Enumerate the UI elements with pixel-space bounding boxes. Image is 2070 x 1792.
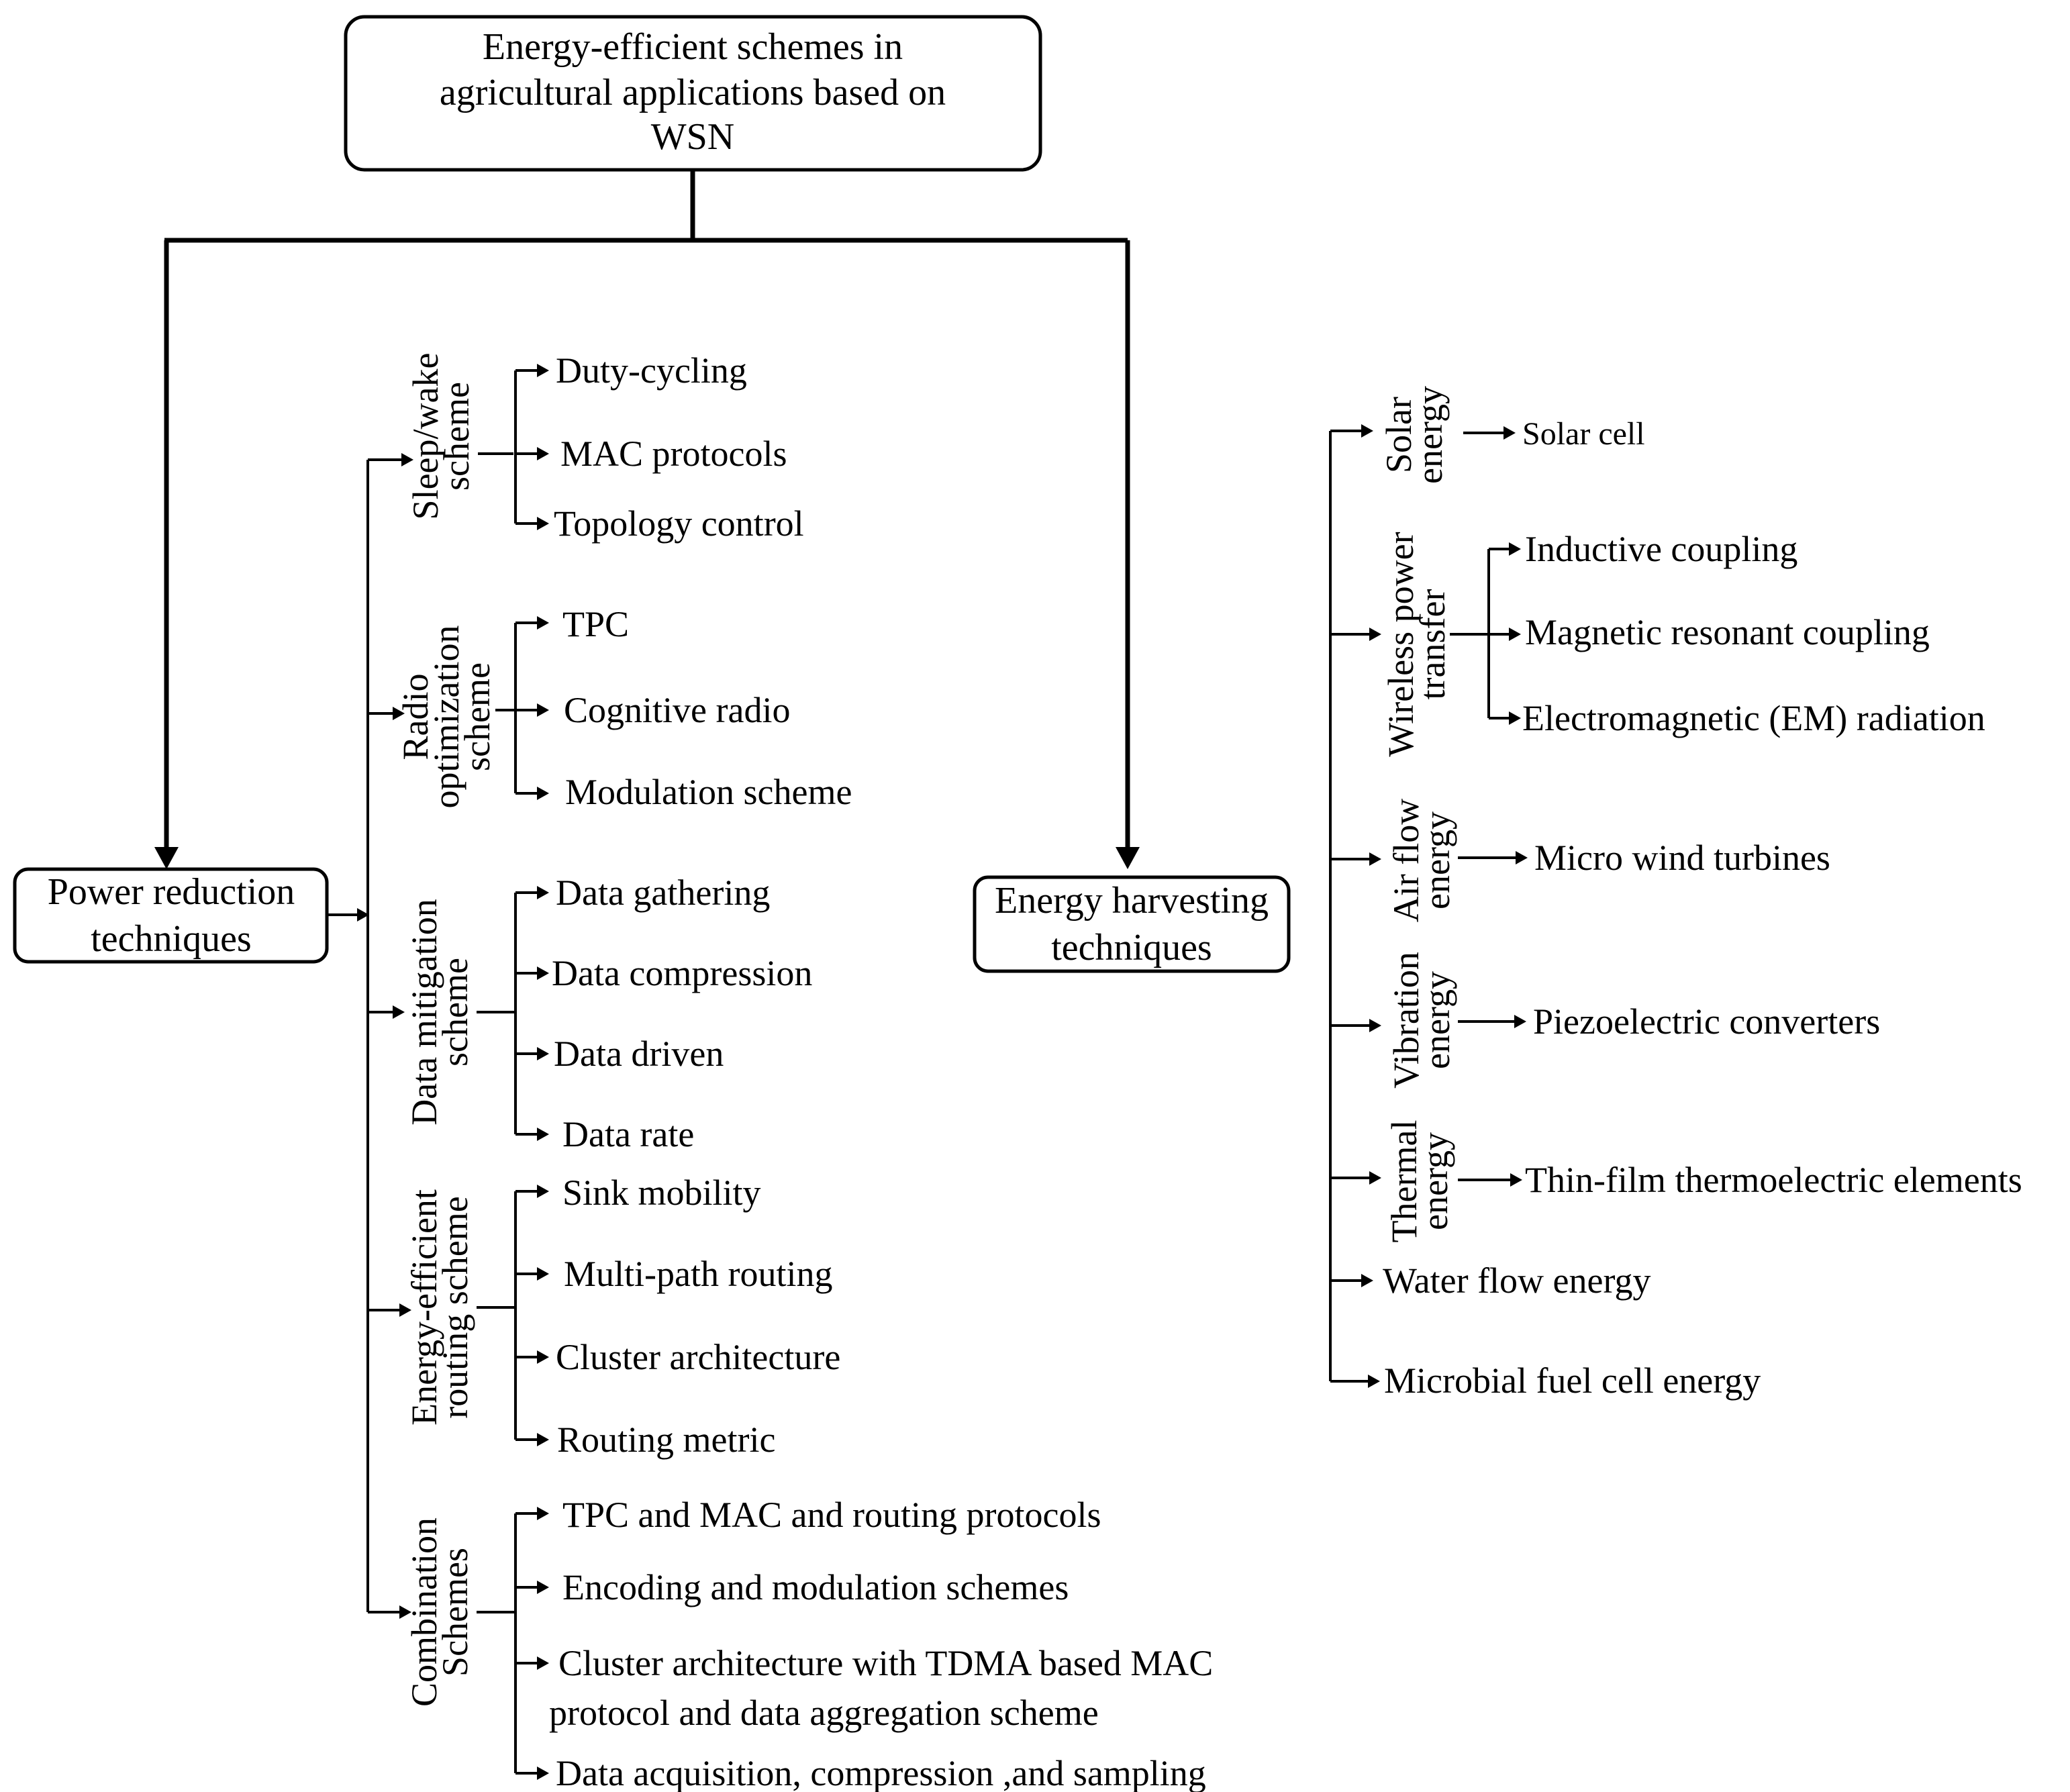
scheme-combination-line-2: Schemes [435, 1548, 475, 1677]
source-thermal-line-1: Thermal [1384, 1120, 1424, 1243]
leaf-tpc-mac-routing: TPC and MAC and routing protocols [562, 1495, 1101, 1535]
leaf-duty-cycling: Duty-cycling [556, 350, 747, 391]
root-title-line-1: Energy-efficient schemes in [483, 26, 903, 68]
root-node: Energy-efficient schemes in agricultural… [344, 15, 1042, 172]
energy-harvesting-line-1: Energy harvesting [995, 880, 1269, 922]
source-wireless-power-transfer: Wireless power transfer Inductive coupli… [1381, 529, 1985, 757]
leaf-piezoelectric-converters: Piezoelectric converters [1533, 1001, 1880, 1042]
leaf-solar-cell: Solar cell [1522, 416, 1645, 452]
leaf-topology-control: Topology control [554, 503, 804, 544]
scheme-data-mitigation: Data mitigation scheme Data gathering Da… [404, 873, 812, 1154]
scheme-sleep-wake-line-1: Sleep/wake [405, 353, 446, 520]
leaf-data-rate: Data rate [562, 1114, 694, 1154]
leaf-cognitive-radio: Cognitive radio [564, 690, 790, 730]
energy-harvesting-node: Energy harvesting techniques [973, 875, 1291, 973]
leaf-magnetic-resonant-coupling: Magnetic resonant coupling [1525, 612, 1930, 652]
scheme-combination: Combination Schemes TPC and MAC and rout… [404, 1495, 1213, 1792]
harvest-trunk [1329, 424, 1381, 1388]
power-reduction-node: Power reduction techniques [13, 867, 329, 964]
scheme-energy-efficient-routing: Energy-efficient routing scheme Sink mob… [404, 1173, 840, 1460]
root-title-line-2: agricultural applications based on [440, 72, 946, 113]
source-microbial-fuel-cell: Microbial fuel cell energy [1384, 1360, 1761, 1401]
leaf-inductive-coupling: Inductive coupling [1525, 529, 1797, 569]
source-air-flow-line-2: energy [1417, 811, 1457, 909]
source-vibration: Vibration energy Piezoelectric converter… [1386, 952, 1880, 1089]
root-connectors [154, 170, 1140, 869]
leaf-modulation-scheme: Modulation scheme [565, 772, 852, 812]
root-title-line-3: WSN [651, 116, 734, 158]
power-reduction-line-2: techniques [91, 918, 251, 960]
scheme-sleep-wake: Sleep/wake scheme Duty-cycling MAC proto… [405, 350, 804, 544]
source-solar-line-2: energy [1410, 386, 1450, 484]
source-solar: Solar energy Solar cell [1379, 386, 1645, 484]
source-wireless-line-1: Wireless power [1381, 532, 1421, 756]
leaf-tpc: TPC [562, 604, 629, 644]
leaf-data-gathering: Data gathering [556, 873, 770, 913]
scheme-data-mitigation-line-2: scheme [435, 958, 475, 1066]
leaf-cluster-tdma-line-1: Cluster architecture with TDMA based MAC [558, 1643, 1213, 1683]
source-thermal-line-2: energy [1415, 1132, 1455, 1230]
leaf-em-radiation: Electromagnetic (EM) radiation [1522, 698, 1985, 738]
energy-harvesting-line-2: techniques [1051, 927, 1212, 968]
source-solar-line-1: Solar [1379, 397, 1419, 473]
scheme-routing-line-1: Energy-efficient [404, 1189, 444, 1426]
source-wireless-line-2: transfer [1412, 589, 1452, 700]
scheme-radio-line-1: Radio [395, 674, 436, 760]
leaf-micro-wind-turbines: Micro wind turbines [1534, 838, 1830, 878]
source-thermal: Thermal energy Thin-film thermoelectric … [1384, 1120, 2022, 1243]
source-microbial-label: Microbial fuel cell energy [1384, 1360, 1761, 1401]
source-air-flow-line-1: Air flow [1386, 799, 1426, 922]
scheme-routing-line-2: routing scheme [435, 1196, 475, 1418]
leaf-thin-film-thermoelectric: Thin-film thermoelectric elements [1525, 1160, 2022, 1200]
source-air-flow: Air flow energy Micro wind turbines [1386, 799, 1830, 922]
leaf-cluster-architecture: Cluster architecture [556, 1337, 840, 1377]
leaf-data-acquisition: Data acquisition, compression ,and sampl… [556, 1753, 1206, 1792]
scheme-radio-optimization: Radio optimization scheme TPC Cognitive … [395, 604, 852, 812]
leaf-sink-mobility: Sink mobility [562, 1173, 761, 1213]
source-vibration-line-2: energy [1417, 971, 1457, 1069]
scheme-data-mitigation-line-1: Data mitigation [404, 899, 444, 1125]
leaf-mac-protocols: MAC protocols [560, 434, 787, 474]
scheme-combination-line-1: Combination [404, 1517, 444, 1707]
source-water-flow-label: Water flow energy [1383, 1260, 1651, 1301]
source-vibration-line-1: Vibration [1386, 952, 1426, 1089]
scheme-radio-line-3: scheme [457, 662, 497, 771]
leaf-data-driven: Data driven [554, 1034, 724, 1074]
leaf-multi-path-routing: Multi-path routing [564, 1254, 832, 1294]
leaf-data-compression: Data compression [552, 953, 812, 993]
scheme-sleep-wake-line-2: scheme [436, 382, 477, 491]
source-water-flow: Water flow energy [1383, 1260, 1651, 1301]
leaf-cluster-tdma-line-2: protocol and data aggregation scheme [549, 1693, 1099, 1733]
leaf-encoding-modulation: Encoding and modulation schemes [562, 1567, 1069, 1607]
leaf-routing-metric: Routing metric [557, 1420, 775, 1460]
power-trunk [327, 453, 413, 1619]
scheme-radio-line-2: optimization [426, 626, 466, 809]
power-reduction-line-1: Power reduction [48, 871, 295, 913]
